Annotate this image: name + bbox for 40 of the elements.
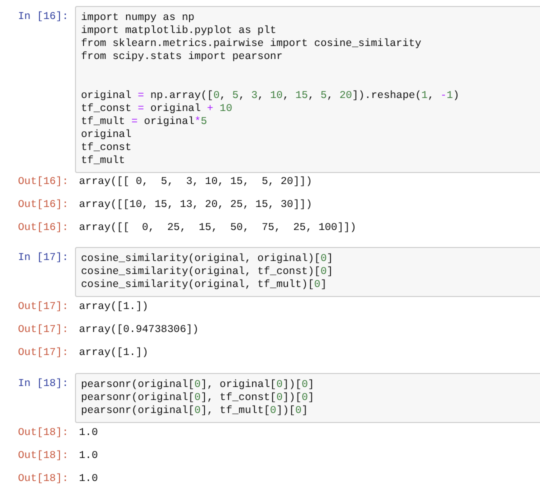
code-cell [75,247,540,297]
output-value: array([1.]) [79,347,148,360]
code-line: cosine_similarity(original, tf_mult)[0] [81,279,327,292]
input-prompt: In [18]: [18,378,68,391]
code-line: from scipy.stats import pearsonr [81,51,283,64]
code-line: original = np.array([0, 5, 3, 10, 15, 5, 20]).reshape(1, -1) [81,90,460,103]
output-value: array([[ 0, 5, 3, 10, 15, 5, 20]]) [79,176,312,189]
output-value: array([[10, 15, 13, 20, 25, 15, 30]]) [79,199,312,212]
code-line: tf_const = original + 10 [81,103,232,116]
output-value: 1.0 [79,427,98,440]
output-prompt: Out[17]: [18,347,68,360]
input-prompt: In [16]: [18,11,68,24]
code-line: pearsonr(original[0], tf_const[0])[0] [81,392,314,405]
code-line: import matplotlib.pyplot as plt [81,25,276,38]
output-prompt: Out[17]: [18,324,68,337]
input-prompt: In [17]: [18,252,68,265]
output-value: array([[ 0, 25, 15, 50, 75, 25, 100]]) [79,222,356,235]
code-line: tf_mult = original*5 [81,116,208,129]
code-line: tf_mult [81,155,126,168]
code-line: cosine_similarity(original, tf_const)[0] [81,266,334,279]
code-cell [75,6,540,173]
output-prompt: Out[18]: [18,427,68,440]
output-prompt: Out[16]: [18,199,68,212]
code-line: cosine_similarity(original, original)[0] [81,253,334,266]
code-line: from sklearn.metrics.pairwise import cosine_similarity [81,38,422,51]
output-prompt: Out[18]: [18,450,68,463]
output-value: array([0.94738306]) [79,324,199,337]
code-line: pearsonr(original[0], tf_mult[0])[0] [81,405,308,418]
output-prompt: Out[18]: [18,473,68,486]
output-value: 1.0 [79,473,98,486]
output-prompt: Out[16]: [18,176,68,189]
output-value: array([1.]) [79,301,148,314]
output-prompt: Out[17]: [18,301,68,314]
code-line: original [81,129,132,142]
output-prompt: Out[16]: [18,222,68,235]
code-line: pearsonr(original[0], original[0])[0] [81,379,314,392]
output-value: 1.0 [79,450,98,463]
code-line: tf_const [81,142,132,155]
code-cell [75,373,540,423]
code-line: import numpy as np [81,12,194,25]
